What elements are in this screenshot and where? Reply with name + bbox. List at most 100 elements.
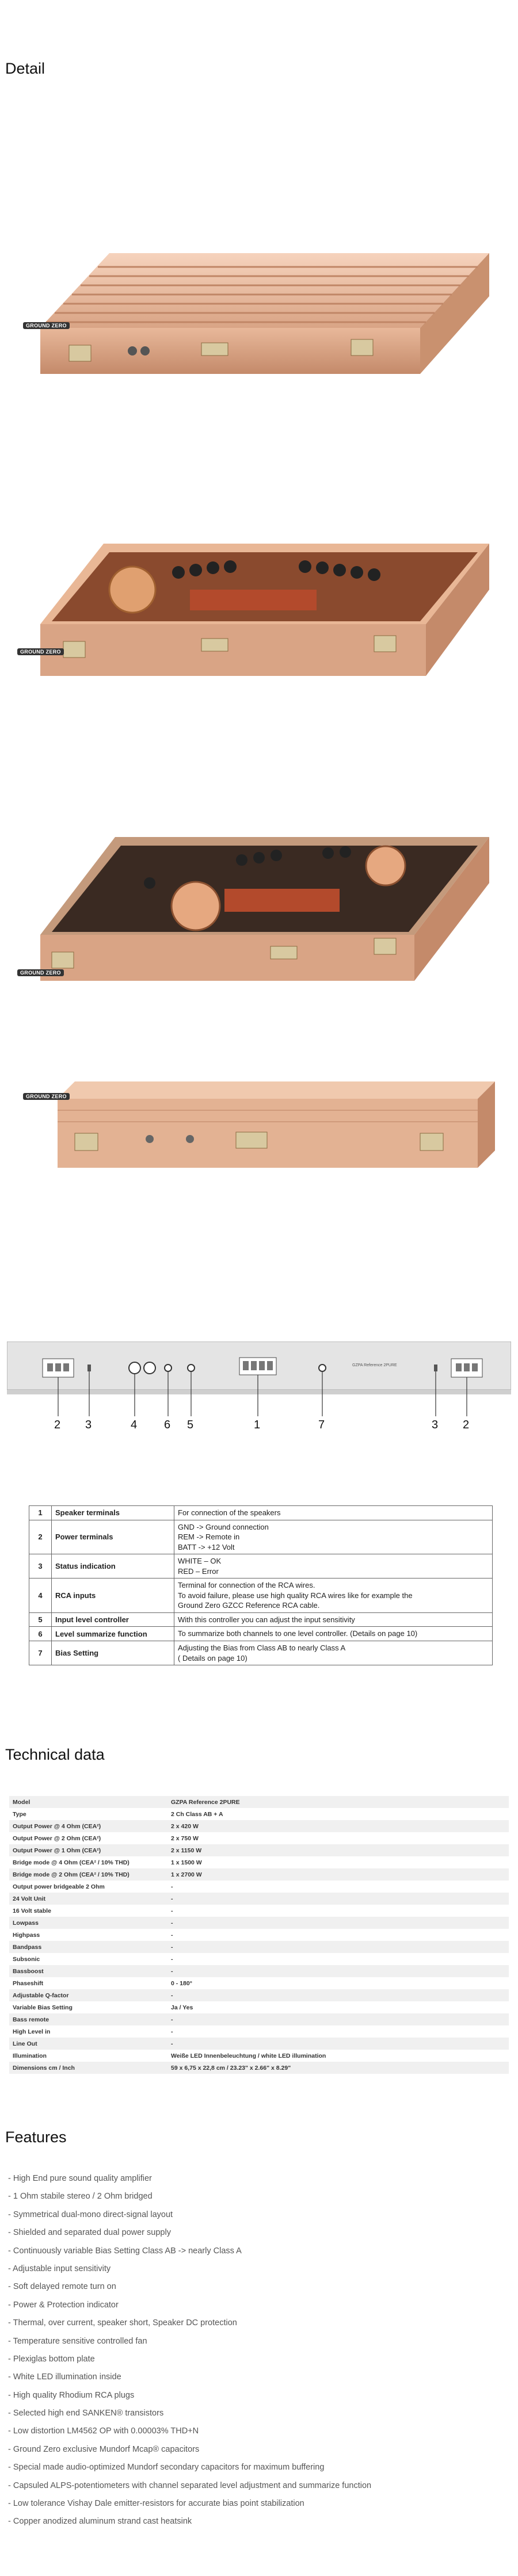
- table-row: 6 Level summarize function To summarize …: [29, 1626, 493, 1642]
- tech-value: -: [167, 1917, 509, 1929]
- tech-row: Output Power @ 1 Ohm (CEA²)2 x 1150 W: [9, 1844, 509, 1856]
- tech-value: GZPA Reference 2PURE: [167, 1796, 509, 1808]
- amplifier-top-image: GROUND ZERO: [17, 242, 501, 414]
- row-name: Power terminals: [51, 1519, 174, 1555]
- tech-value: -: [167, 1965, 509, 1977]
- tech-key: Adjustable Q-factor: [9, 1989, 167, 2001]
- amplifier-front-image: GROUND ZERO: [17, 1064, 501, 1191]
- callout-5: 5: [187, 1419, 194, 1431]
- tech-value: 59 x 6,75 x 22,8 cm / 23.23" x 2.66" x 8…: [167, 2062, 509, 2074]
- tech-value: -: [167, 2038, 509, 2050]
- table-row: 5 Input level controller With this contr…: [29, 1612, 493, 1627]
- brand-badge-3: GROUND ZERO: [17, 969, 64, 976]
- tech-row: Line Out-: [9, 2038, 509, 2050]
- feature-item: - Capsuled ALPS-potentiometers with chan…: [8, 2481, 372, 2490]
- terminal-panel-diagram: GZPA Reference 2PURE 2 3 4 6 5 1 7 3 2: [6, 1341, 512, 1457]
- features-list: - High End pure sound quality amplifier -…: [8, 2170, 371, 2531]
- tech-key: Bridge mode @ 4 Ohm (CEA² / 10% THD): [9, 1856, 167, 1868]
- table-row: 4 RCA inputs Terminal for connection of …: [29, 1578, 493, 1613]
- row-number: 6: [29, 1626, 52, 1642]
- tech-value: -: [167, 1881, 509, 1893]
- tech-value: -: [167, 1905, 509, 1917]
- tech-key: Illumination: [9, 2050, 167, 2062]
- panel-model-text: GZPA Reference 2PURE: [352, 1363, 397, 1367]
- brand-badge-2: GROUND ZERO: [17, 648, 64, 655]
- feature-item: - Thermal, over current, speaker short, …: [8, 2318, 237, 2328]
- tech-row: Bridge mode @ 4 Ohm (CEA² / 10% THD)1 x …: [9, 1856, 509, 1868]
- tech-key: Bass remote: [9, 2013, 167, 2025]
- tech-key: Subsonic: [9, 1953, 167, 1965]
- callout-1: 1: [254, 1419, 261, 1431]
- feature-item: - Special made audio-optimized Mundorf s…: [8, 2463, 325, 2472]
- technical-data-title: Technical data: [5, 1746, 105, 1763]
- features-title: Features: [5, 2128, 67, 2146]
- tech-key: Bandpass: [9, 1941, 167, 1953]
- feature-item: - High quality Rhodium RCA plugs: [8, 2390, 135, 2400]
- callout-2-left: 2: [54, 1419, 61, 1431]
- row-number: 2: [29, 1519, 52, 1555]
- tech-key: High Level in: [9, 2025, 167, 2038]
- tech-row: Output power bridgeable 2 Ohm-: [9, 1881, 509, 1893]
- callout-2-right: 2: [463, 1419, 470, 1431]
- tech-row: High Level in-: [9, 2025, 509, 2038]
- feature-item: - 1 Ohm stabile stereo / 2 Ohm bridged: [8, 2192, 153, 2202]
- callout-4: 4: [131, 1419, 138, 1431]
- row-name: Status indication: [51, 1554, 174, 1579]
- row-name: Speaker terminals: [51, 1505, 174, 1520]
- tech-value: -: [167, 1893, 509, 1905]
- row-desc: Adjusting the Bias from Class AB to near…: [174, 1641, 493, 1666]
- tech-key: Dimensions cm / Inch: [9, 2062, 167, 2074]
- table-row: 7 Bias Setting Adjusting the Bias from C…: [29, 1641, 493, 1666]
- row-desc: To summarize both channels to one level …: [174, 1626, 493, 1642]
- tech-key: 24 Volt Unit: [9, 1893, 167, 1905]
- feature-item: - Power & Protection indicator: [8, 2300, 119, 2310]
- tech-value: -: [167, 1989, 509, 2001]
- tech-row: Adjustable Q-factor-: [9, 1989, 509, 2001]
- row-number: 1: [29, 1505, 52, 1520]
- feature-item: - Soft delayed remote turn on: [8, 2282, 116, 2292]
- tech-row: Bandpass-: [9, 1941, 509, 1953]
- feature-item: - Adjustable input sensitivity: [8, 2264, 111, 2273]
- tech-row: Highpass-: [9, 1929, 509, 1941]
- table-row: 1 Speaker terminals For connection of th…: [29, 1505, 493, 1520]
- feature-item: - Shielded and separated dual power supp…: [8, 2228, 171, 2238]
- callout-3-right: 3: [432, 1419, 439, 1431]
- tech-row: Subsonic-: [9, 1953, 509, 1965]
- feature-item: - Plexiglas bottom plate: [8, 2354, 95, 2364]
- tech-key: Bassboost: [9, 1965, 167, 1977]
- tech-row: 16 Volt stable-: [9, 1905, 509, 1917]
- feature-item: - Copper anodized aluminum strand cast h…: [8, 2517, 192, 2527]
- amplifier-internal-image-1: GROUND ZERO: [17, 526, 501, 716]
- callout-3-left: 3: [85, 1419, 92, 1431]
- tech-value: 2 x 1150 W: [167, 1844, 509, 1856]
- tech-value: -: [167, 2013, 509, 2025]
- row-desc: With this controller you can adjust the …: [174, 1612, 493, 1627]
- amplifier-internal-image-2: GROUND ZERO: [17, 820, 501, 1010]
- tech-row: Output Power @ 2 Ohm (CEA²)2 x 750 W: [9, 1832, 509, 1844]
- tech-value: -: [167, 1953, 509, 1965]
- feature-item: - High End pure sound quality amplifier: [8, 2174, 152, 2183]
- tech-row: 24 Volt Unit-: [9, 1893, 509, 1905]
- callout-7: 7: [318, 1419, 325, 1431]
- tech-key: Type: [9, 1808, 167, 1820]
- feature-item: - Symmetrical dual-mono direct-signal la…: [8, 2210, 173, 2219]
- tech-value: 0 - 180°: [167, 1977, 509, 1989]
- callout-6: 6: [164, 1419, 171, 1431]
- brand-badge-4: GROUND ZERO: [23, 1093, 70, 1100]
- row-name: Bias Setting: [51, 1641, 174, 1666]
- row-number: 5: [29, 1612, 52, 1627]
- tech-key: Output Power @ 1 Ohm (CEA²): [9, 1844, 167, 1856]
- tech-row: Output Power @ 4 Ohm (CEA²)2 x 420 W: [9, 1820, 509, 1832]
- tech-key: Output Power @ 2 Ohm (CEA²): [9, 1832, 167, 1844]
- tech-key: Bridge mode @ 2 Ohm (CEA² / 10% THD): [9, 1868, 167, 1881]
- tech-key: 16 Volt stable: [9, 1905, 167, 1917]
- tech-row: Bridge mode @ 2 Ohm (CEA² / 10% THD)1 x …: [9, 1868, 509, 1881]
